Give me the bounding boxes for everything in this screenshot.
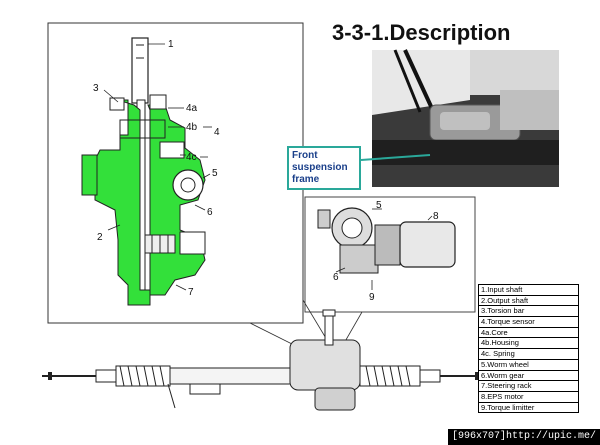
legend-item: 3.Torsion bar [479,306,578,318]
detail-frame [304,196,476,313]
label-2: 2 [97,232,103,243]
legend-item: 4b.Housing [479,338,578,350]
legend-item: 8.EPS motor [479,392,578,403]
detail-eps-motor [399,221,456,268]
label-1: 1 [168,39,174,50]
sensor-housing [159,141,185,159]
detail-torque-limiter [374,224,401,266]
label-4b: 4b [186,122,198,133]
page-title: 3-3-1.Description [332,20,511,45]
input-shaft [131,37,149,104]
housing-flange [81,154,98,196]
legend-item: 5.Worm wheel [479,360,578,371]
label-5: 5 [212,168,218,179]
label-6: 6 [207,207,213,218]
legend-item: 7.Steering rack [479,381,578,392]
legend-item: 4c. Spring [479,349,578,360]
top-nut [109,97,125,111]
callout-line-1: Front [292,150,318,161]
housing-right [147,104,206,296]
label-7: 7 [188,287,194,298]
core [119,119,166,139]
callout-line-3: frame [292,174,320,185]
bearing [149,94,167,110]
parts-legend: 1.Input shaft 2.Output shaft 3.Torsion b… [478,284,579,414]
rack-gear-housing [289,339,361,391]
photo-frame-beam [372,140,559,165]
label-3: 3 [93,83,99,94]
detail-label-6: 6 [333,272,339,283]
rack-motor [314,387,356,411]
worm-gear-end [179,231,206,255]
callout-front-suspension-frame: Front suspension frame [287,146,361,190]
detail-label-9: 9 [369,292,375,303]
callout-line-2: suspension [292,162,348,173]
detail-worm-gear [339,244,379,274]
label-4a: 4a [186,103,198,114]
legend-item: 2.Output shaft [479,296,578,307]
legend-item: 9.Torque limitter [481,402,535,412]
steering-rack-assembly [42,309,490,411]
label-4: 4 [214,127,220,138]
detail-label-8: 8 [433,211,439,222]
legend-item: 1.Input shaft [479,285,578,296]
watermark: [996x707]http://upic.me/ [447,429,600,445]
detail-label-5: 5 [376,200,382,211]
legend-item: 6.Worm gear [479,371,578,382]
legend-item: 4a.Core [479,328,578,339]
label-4c: 4c [186,152,197,163]
legend-item: 4.Torque sensor [479,317,578,328]
